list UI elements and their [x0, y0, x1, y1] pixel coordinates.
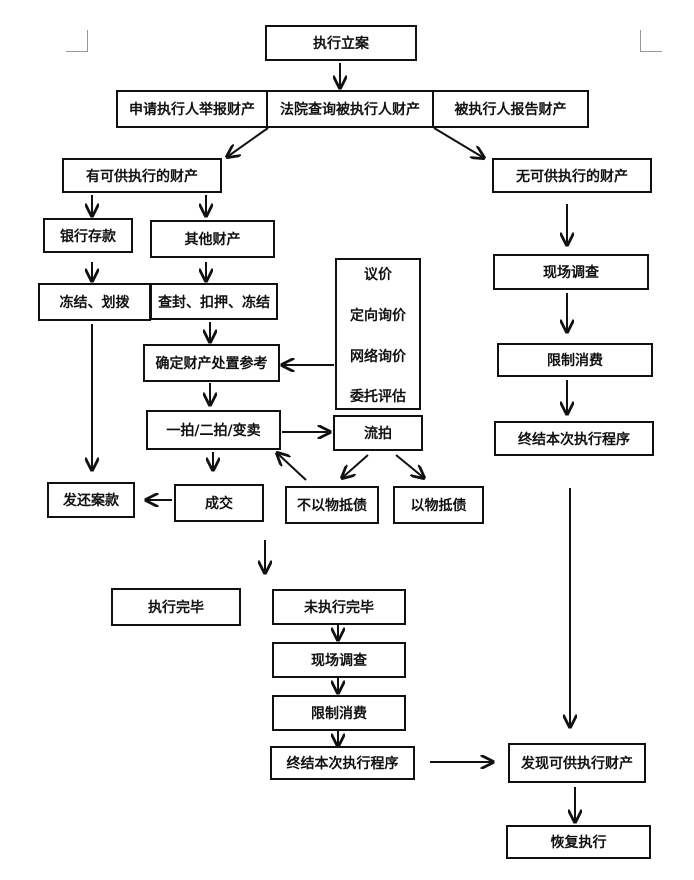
arrow-query-to-none: [433, 127, 484, 158]
valuation-directed-inquiry: 定向询价: [350, 308, 406, 324]
arrow-notinkind-to-auction: [277, 453, 307, 481]
node-terminate-left: 终结本次执行程序: [270, 746, 415, 780]
node-filing: 执行立案: [265, 25, 417, 61]
arrow-failed-to-inkind: [395, 454, 424, 478]
valuation-online-inquiry: 网络询价: [350, 349, 406, 365]
node-return-payment: 发还案款: [47, 482, 135, 518]
arrow-query-to-has: [227, 127, 269, 157]
node-in-kind: 以物抵债: [393, 486, 484, 524]
node-court-query: 法院查询被执行人财产: [266, 90, 434, 128]
node-found-property: 发现可供执行财产: [508, 743, 646, 783]
node-restrict-consumption-left: 限制消费: [272, 695, 406, 731]
node-bank-deposit: 银行存款: [43, 218, 133, 253]
valuation-methods-box: 议价 定向询价 网络询价 委托评估: [335, 258, 421, 410]
node-applicant-report: 申请执行人举报财产: [116, 90, 268, 128]
page-corner-mark-right: [640, 30, 662, 52]
node-onsite-survey-left: 现场调查: [272, 642, 406, 678]
valuation-entrusted-appraisal: 委托评估: [350, 389, 406, 405]
node-not-done: 未执行完毕: [272, 589, 406, 625]
node-seal-seize-freeze: 查封、扣押、冻结: [150, 283, 278, 320]
node-auction: 一拍/二拍/变卖: [146, 410, 281, 450]
node-execution-done: 执行完毕: [111, 588, 241, 626]
valuation-negotiation: 议价: [364, 267, 392, 283]
node-not-in-kind: 不以物抵债: [285, 486, 379, 524]
node-freeze-transfer: 冻结、划拨: [38, 283, 151, 321]
node-respondent-report: 被执行人报告财产: [432, 90, 589, 128]
node-other-property: 其他财产: [150, 220, 275, 258]
node-restrict-consumption-right: 限制消费: [497, 343, 653, 377]
node-failed-auction: 流拍: [333, 415, 423, 451]
node-set-reference: 确定财产处置参考: [143, 344, 280, 382]
node-deal: 成交: [174, 484, 264, 522]
arrow-failed-to-notinkind: [342, 454, 369, 478]
node-resume: 恢复执行: [506, 825, 651, 859]
node-no-property: 无可供执行的财产: [492, 158, 652, 193]
node-terminate-right: 终结本次执行程序: [494, 421, 654, 456]
node-onsite-survey-right: 现场调查: [493, 254, 649, 290]
page-corner-mark-left: [66, 30, 88, 52]
node-has-property: 有可供执行的财产: [62, 158, 222, 193]
